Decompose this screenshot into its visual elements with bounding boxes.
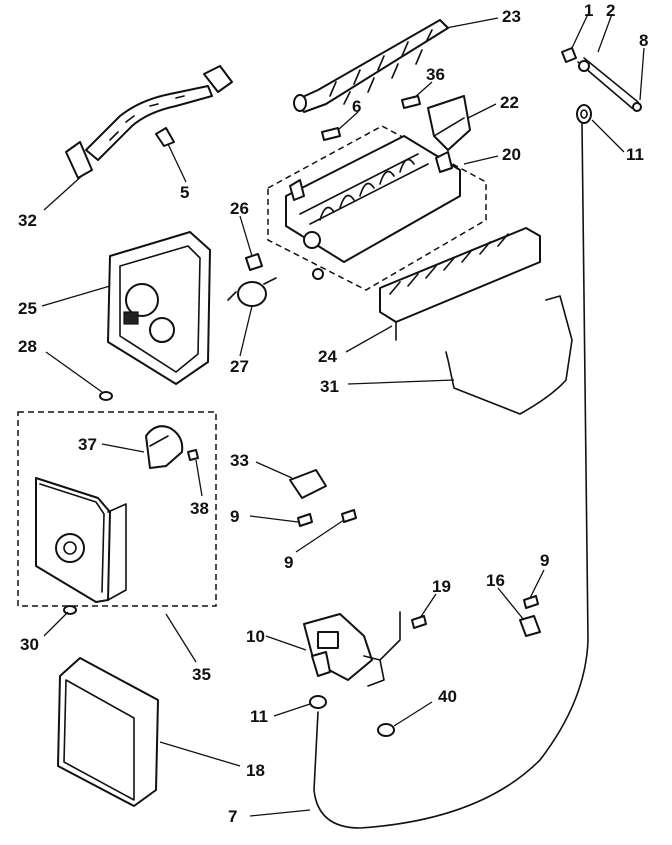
callout-20: 20: [502, 145, 521, 164]
callout-38: 38: [190, 499, 209, 518]
callout-19: 19: [432, 577, 451, 596]
callout-26: 26: [230, 199, 249, 218]
callout-11-lower: 11: [250, 707, 268, 726]
callout-8: 8: [639, 31, 648, 50]
motor-part-37: [145, 425, 184, 469]
nut-part-11-top: [576, 104, 592, 124]
callout-33: 33: [230, 451, 249, 470]
cover-part-18: [57, 657, 159, 807]
callout-7: 7: [228, 807, 237, 826]
module-assembly-part-35: [17, 411, 217, 607]
callout-6: 6: [352, 97, 361, 116]
leader-lines: [41, 13, 645, 817]
callout-16: 16: [486, 571, 505, 590]
callout-35: 35: [192, 665, 211, 684]
wire-clip-part-5: [155, 127, 175, 147]
clamp-part-16: [519, 615, 541, 637]
ejector-blade-part-23: [293, 19, 449, 113]
callout-24: 24: [318, 347, 337, 366]
screw-part-19: [379, 611, 427, 661]
callout-37: 37: [78, 435, 97, 454]
screw-part-36: [401, 95, 421, 109]
callout-36: 36: [426, 65, 445, 84]
wire-harness-part-32: [65, 65, 233, 179]
bracket-part-22: [427, 95, 471, 151]
callout-22: 22: [500, 93, 519, 112]
screw-part-6: [321, 127, 341, 141]
callout-40: 40: [438, 687, 457, 706]
screw-part-30: [63, 605, 77, 615]
callout-30: 30: [20, 635, 39, 654]
callout-28: 28: [18, 337, 37, 356]
fill-cup-part-24: [379, 227, 541, 341]
shutoff-arm-part-31: [445, 295, 573, 415]
clip-part-26: [245, 253, 263, 271]
screw-part-28: [99, 391, 113, 401]
callout-10: 10: [246, 627, 265, 646]
callout-9-mid: 9: [284, 553, 293, 572]
water-valve-part-10: [303, 613, 385, 687]
callout-11-top: 11: [626, 145, 644, 164]
nut-part-40: [377, 723, 395, 737]
ice-mold-part-20: [267, 125, 487, 291]
callout-31: 31: [320, 377, 339, 396]
callout-32: 32: [18, 211, 37, 230]
callout-9-left: 9: [230, 507, 239, 526]
callout-23: 23: [502, 7, 521, 26]
water-tube-part-7: [313, 123, 589, 829]
screw-part-38: [187, 449, 199, 461]
fill-tube-fitting-parts-1-2-8: [561, 47, 642, 112]
screws-part-9: [297, 509, 539, 609]
switch-part-33: [289, 469, 327, 499]
callout-25: 25: [18, 299, 37, 318]
callout-1: 1: [584, 1, 593, 20]
callout-27: 27: [230, 357, 249, 376]
callout-18: 18: [246, 761, 265, 780]
callout-5: 5: [180, 183, 189, 202]
thermostat-part-27: [227, 277, 277, 307]
callout-9-right: 9: [540, 551, 549, 570]
callout-2: 2: [606, 1, 615, 20]
nut-part-11-lower: [309, 695, 327, 709]
control-housing-part-25: [107, 231, 211, 385]
